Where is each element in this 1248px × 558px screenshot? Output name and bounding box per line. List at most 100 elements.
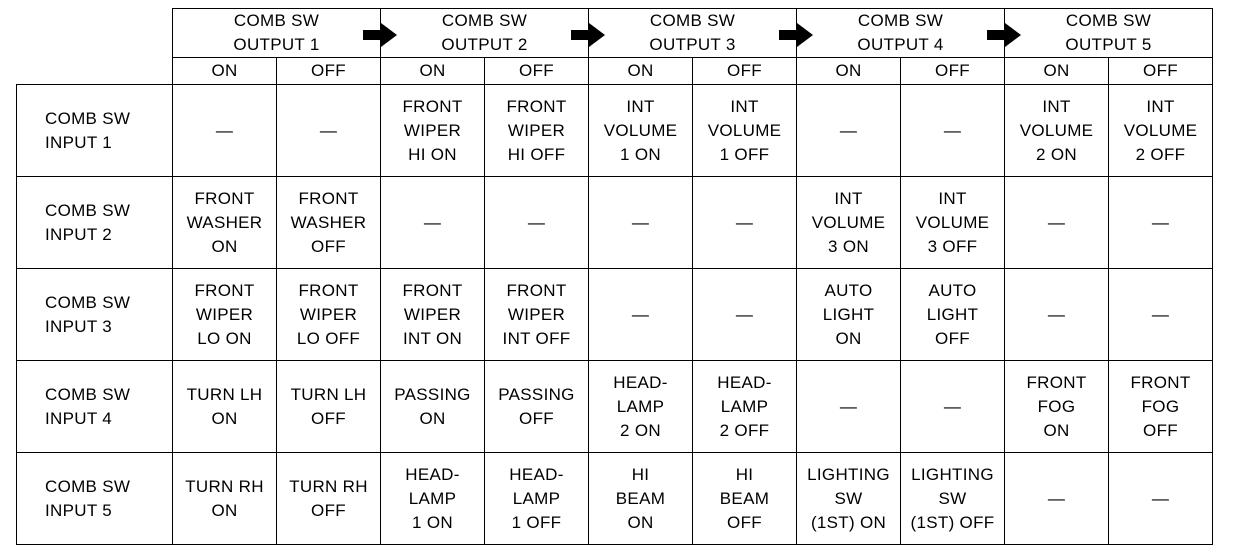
function-cell-line: 2 ON	[1036, 144, 1077, 164]
function-cell-line: FRONT	[194, 188, 255, 208]
function-cell-line: HEAD-	[405, 464, 460, 484]
function-cell-line: —	[631, 304, 650, 324]
function-cell-line: INT	[1146, 96, 1175, 116]
function-cell-line: INT	[834, 188, 863, 208]
function-cell-line: VOLUME	[811, 212, 886, 232]
function-cell-line: —	[943, 120, 962, 140]
function-cell-line: 1 ON	[620, 144, 661, 164]
function-cell-line: 1 OFF	[719, 144, 770, 164]
function-cell-line: FRONT	[1026, 372, 1087, 392]
function-cell-line: WASHER	[290, 212, 367, 232]
function-cell: —	[172, 84, 277, 177]
function-cell-line: WIPER	[403, 120, 462, 140]
function-cell-line: —	[1151, 212, 1170, 232]
function-cell-line: FOG	[1037, 396, 1076, 416]
function-cell-line: —	[423, 212, 442, 232]
row-label-line: COMB SW	[45, 108, 131, 128]
function-cell-line: BEAM	[719, 488, 770, 508]
function-cell-line: LAMP	[720, 396, 769, 416]
state-header-off: OFF	[276, 57, 381, 85]
function-cell: —	[900, 84, 1005, 177]
row-label-line: INPUT 2	[45, 224, 112, 244]
function-cell: —	[692, 176, 797, 269]
function-cell-line: —	[1151, 488, 1170, 508]
row-label-line: INPUT 4	[45, 408, 112, 428]
output-header-line1: COMB SW	[649, 11, 736, 30]
function-cell-line: —	[1151, 304, 1170, 324]
right-arrow-icon	[779, 22, 813, 48]
row-label-line: COMB SW	[45, 200, 131, 220]
function-cell-line: INT ON	[402, 328, 463, 348]
state-header-off: OFF	[484, 57, 589, 85]
function-cell-line: TURN LH	[290, 384, 367, 404]
input-row-label: COMB SW INPUT 5	[16, 452, 173, 545]
output-3-header: COMB SW OUTPUT 3	[588, 8, 797, 58]
state-header-on: ON	[172, 57, 277, 85]
output-2-header: COMB SW OUTPUT 2	[380, 8, 589, 58]
output-header-line2: OUTPUT 3	[649, 35, 736, 54]
function-cell-line: BEAM	[615, 488, 666, 508]
function-cell-line: OFF	[311, 236, 346, 256]
output-4-header: COMB SW OUTPUT 4	[796, 8, 1005, 58]
switch-matrix-figure: COMB SW OUTPUT 1 COMB SW OUTPUT 2 COMB S…	[16, 8, 1213, 545]
function-cell: —	[1108, 176, 1213, 269]
function-cell-line: 1 ON	[412, 512, 453, 532]
function-cell-line: VOLUME	[915, 212, 990, 232]
function-cell-line: LIGHT	[926, 304, 979, 324]
function-cell-line: FOG	[1141, 396, 1180, 416]
state-header-on: ON	[1004, 57, 1109, 85]
function-cell-line: FRONT	[194, 280, 255, 300]
function-cell: —	[1108, 268, 1213, 361]
function-cell: —	[796, 84, 901, 177]
function-cell-line: (1ST) OFF	[910, 512, 995, 532]
right-arrow-icon	[987, 22, 1021, 48]
state-header-off: OFF	[692, 57, 797, 85]
function-cell-line: ON	[627, 512, 654, 532]
output-header-line2: OUTPUT 2	[441, 35, 528, 54]
row-label-line: INPUT 3	[45, 316, 112, 336]
function-cell-line: WIPER	[507, 304, 566, 324]
right-arrow-icon	[571, 22, 605, 48]
function-cell-line: 2 OFF	[1135, 144, 1186, 164]
row-label-line: INPUT 5	[45, 500, 112, 520]
function-cell-line: WIPER	[299, 304, 358, 324]
function-cell-line: TURN LH	[186, 384, 263, 404]
function-cell-line: HI OFF	[507, 144, 566, 164]
function-cell: —	[1108, 452, 1213, 545]
function-cell-line: AUTO	[928, 280, 977, 300]
function-cell-line: FRONT	[402, 96, 463, 116]
function-cell-line: HI	[735, 464, 754, 484]
function-cell: —	[1004, 452, 1109, 545]
function-cell-line: FRONT	[402, 280, 463, 300]
function-cell: —	[484, 176, 589, 269]
function-cell-line: OFF	[519, 408, 554, 428]
function-cell-line: —	[943, 396, 962, 416]
function-cell-line: FRONT	[298, 188, 359, 208]
row-label-line: COMB SW	[45, 476, 131, 496]
function-cell: —	[588, 268, 693, 361]
comb-switch-matrix-table: COMB SW OUTPUT 1 COMB SW OUTPUT 2 COMB S…	[16, 8, 1213, 545]
function-cell: —	[1004, 176, 1109, 269]
function-cell-line: (1ST) ON	[810, 512, 887, 532]
